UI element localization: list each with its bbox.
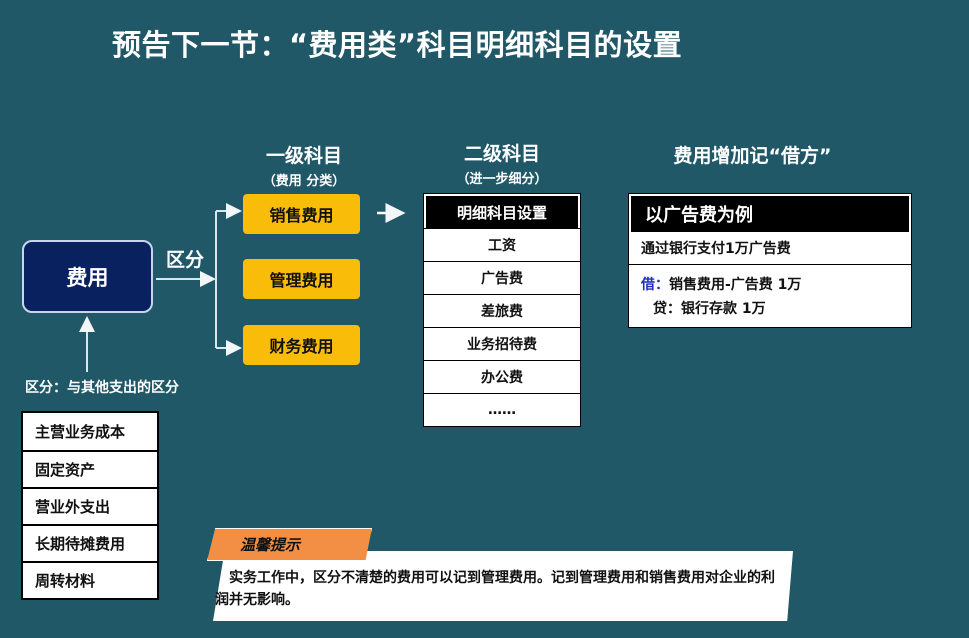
- example-description: 通过银行支付1万广告费: [629, 232, 911, 265]
- level1-item-sales: 销售费用: [243, 194, 360, 234]
- level2-subtitle: （进一步细分）: [456, 172, 548, 187]
- table-row: ……: [424, 393, 580, 426]
- tip-tag: 温馨提示: [207, 528, 372, 561]
- level2-heading: 二级科目 （进一步细分）: [432, 139, 572, 187]
- page-title: 预告下一节：“费用类”科目明细科目的设置: [112, 28, 683, 62]
- level1-item-label: 销售费用: [269, 206, 334, 225]
- tip-text: 实务工作中，区分不清楚的费用可以记到管理费用。记到管理费用和销售费用对企业的利润…: [215, 570, 775, 608]
- table-row: 业务招待费: [424, 327, 580, 360]
- level1-item-label: 财务费用: [269, 337, 334, 356]
- example-box-title: 以广告费为例: [629, 194, 911, 232]
- credit-entry: 贷：银行存款 1万: [653, 301, 766, 317]
- tip-tag-label: 温馨提示: [240, 536, 301, 554]
- other-expenditures-list: 主营业务成本 固定资产 营业外支出 长期待摊费用 周转材料: [21, 411, 159, 600]
- level2-title: 二级科目: [463, 143, 540, 165]
- example-heading-text: 费用增加记“借方”: [673, 145, 832, 167]
- table-row: 广告费: [424, 261, 580, 294]
- table-row: 工资: [424, 228, 580, 261]
- level1-title: 一级科目: [265, 145, 342, 167]
- distinguish-label: 区分: [166, 249, 205, 271]
- example-box: 以广告费为例 通过银行支付1万广告费 借：销售费用-广告费 1万 贷：银行存款 …: [628, 193, 912, 328]
- level1-heading: 一级科目 （费用 分类）: [244, 141, 364, 189]
- debit-key: 借：: [641, 277, 669, 293]
- detail-accounts-table: 明细科目设置 工资 广告费 差旅费 业务招待费 办公费 ……: [423, 193, 581, 427]
- journal-entries: 借：销售费用-广告费 1万 贷：银行存款 1万: [629, 265, 911, 327]
- tip-body: [213, 551, 793, 621]
- list-item: 营业外支出: [23, 487, 157, 524]
- table-row: 办公费: [424, 360, 580, 393]
- list-item: 主营业务成本: [35, 423, 126, 441]
- expense-root-label: 费用: [66, 265, 109, 290]
- level1-item-finance: 财务费用: [243, 325, 360, 365]
- list-item: 长期待摊费用: [23, 524, 157, 561]
- debit-entry: 借：销售费用-广告费 1万: [641, 273, 899, 297]
- debit-value: 销售费用-广告费 1万: [669, 277, 802, 293]
- other-distinction-label: 区分：与其他支出的区分: [25, 380, 179, 396]
- level1-subtitle: （费用 分类）: [262, 174, 346, 189]
- list-item: 固定资产: [23, 450, 157, 487]
- table-row: 差旅费: [424, 294, 580, 327]
- example-heading: 费用增加记“借方”: [640, 141, 865, 168]
- list-item: 周转材料: [23, 561, 157, 598]
- level1-item-admin: 管理费用: [243, 259, 360, 299]
- level1-item-label: 管理费用: [269, 271, 334, 290]
- expense-root-box: 费用: [22, 240, 153, 313]
- detail-table-header: 明细科目设置: [424, 194, 580, 228]
